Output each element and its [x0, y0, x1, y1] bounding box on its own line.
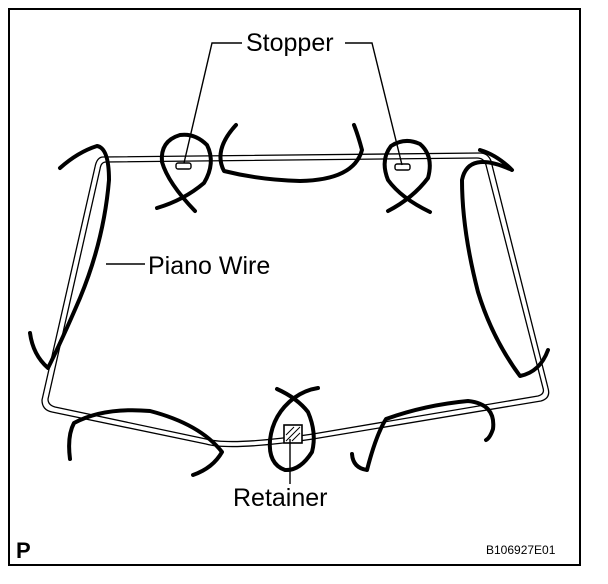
piano-wire-label: Piano Wire: [148, 252, 271, 280]
wire-top-center: [218, 123, 364, 183]
wire-right: [460, 148, 550, 378]
figure-code: B106927E01: [486, 543, 556, 557]
piano-wire: [28, 123, 550, 477]
wire-loop-top-right: [382, 139, 432, 214]
windshield-glass: [41, 152, 550, 448]
wire-bottom-right: [350, 399, 496, 472]
wire-bottom-left: [67, 408, 224, 477]
retainer-part: [283, 424, 303, 444]
wire-loop-top-left: [155, 132, 213, 213]
stopper-leader-left: [183, 42, 242, 164]
stopper-leader-right: [345, 42, 403, 166]
wire-left: [28, 144, 111, 370]
stopper-left: [175, 162, 192, 170]
corner-letter: P: [16, 538, 31, 563]
leader-lines: [106, 42, 403, 484]
wire-loop-retainer: [267, 386, 320, 473]
retainer-label: Retainer: [233, 484, 328, 512]
stopper-right: [394, 163, 411, 171]
stopper-label: Stopper: [246, 29, 334, 57]
diagram-frame: [8, 8, 581, 566]
stopper-parts: [175, 162, 411, 171]
